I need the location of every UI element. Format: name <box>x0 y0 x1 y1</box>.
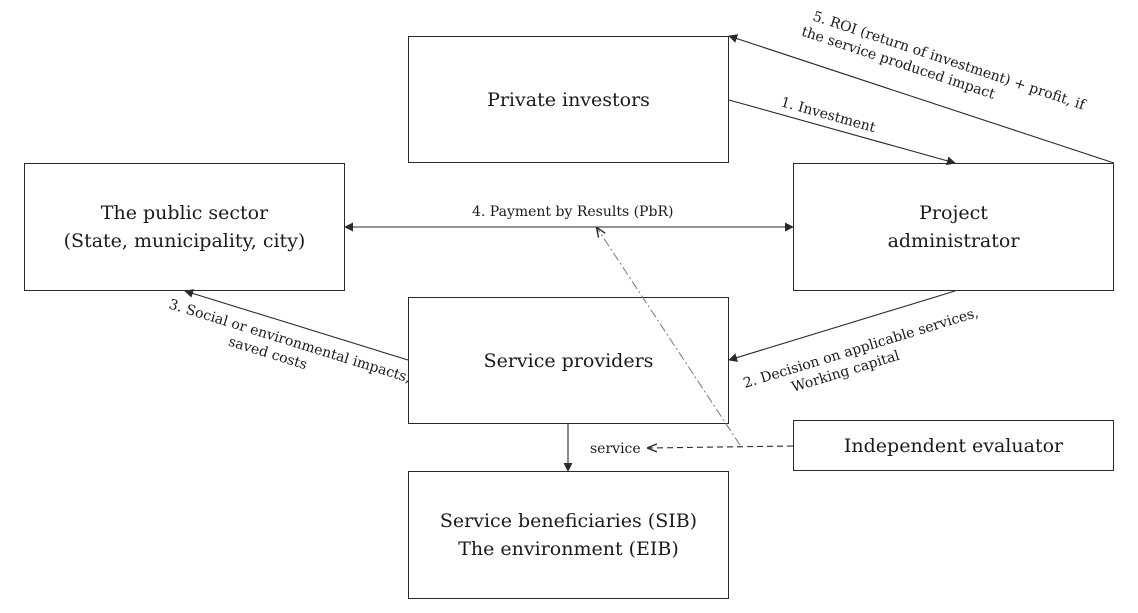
public-sector-sublabel: (State, municipality, city) <box>63 230 306 252</box>
roi-arrow <box>728 34 1115 164</box>
public-sector-label: The public sector <box>100 202 269 224</box>
impacts-label-line1: 3. Social or environmental impacts, <box>167 297 413 387</box>
investment-arrow <box>728 99 956 166</box>
evaluator-to-service-arrow <box>648 446 794 448</box>
service-providers-label: Service providers <box>483 349 654 372</box>
service-beneficiaries-label-line2: The environment (EIB) <box>458 538 679 560</box>
project-administrator-label-line2: administrator <box>887 230 1020 252</box>
service-beneficiaries-label-line1: Service beneficiaries (SIB) <box>439 510 698 532</box>
evaluator-to-pbr-arrow <box>597 228 741 446</box>
private-investors-label: Private investors <box>487 88 650 111</box>
independent-evaluator-label: Independent evaluator <box>843 434 1064 457</box>
decision-arrow <box>728 290 956 362</box>
public-sector-box: The public sector (State, municipality, … <box>24 163 345 291</box>
service-providers-box: Service providers <box>408 297 729 424</box>
independent-evaluator-box: Independent evaluator <box>793 420 1114 471</box>
impacts-arrow <box>184 289 409 361</box>
service-beneficiaries-box: Service beneficiaries (SIB) The environm… <box>408 471 729 599</box>
decision-label-line1: 2. Decision on applicable services, <box>741 305 980 392</box>
investment-label: 1. Investment <box>779 94 878 136</box>
private-investors-box: Private investors <box>408 36 729 163</box>
payment-by-results-label: 4. Payment by Results (PbR) <box>472 204 673 220</box>
service-label: service <box>590 441 641 457</box>
project-administrator-label-line1: Project <box>919 202 988 224</box>
project-administrator-box: Project administrator <box>793 163 1114 291</box>
roi-label-line1: 5. ROI (return of investment) + profit, … <box>811 9 1089 114</box>
decision-label: 2. Decision on applicable services, Work… <box>741 304 989 409</box>
